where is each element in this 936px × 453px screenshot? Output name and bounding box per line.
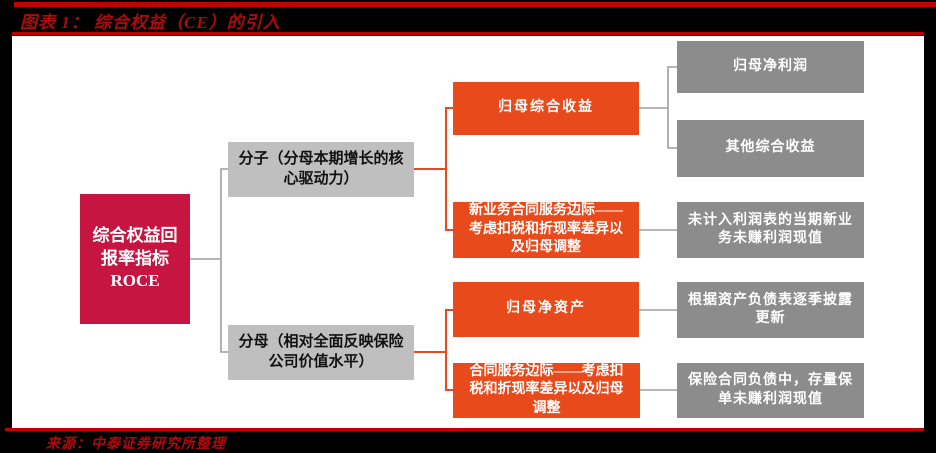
node-net-profit: 归母净利润 xyxy=(677,41,864,93)
node-roce: 综合权益回 报率指标 ROCE xyxy=(80,194,190,324)
node-net-assets: 归母净资产 xyxy=(453,282,639,337)
node-balance-sheet: 根据资产负债表逐季披露 更新 xyxy=(677,282,864,338)
bottom-accent-line xyxy=(5,428,924,431)
node-comprehensive-income: 归母综合收益 xyxy=(453,82,639,135)
node-nb-unearned: 未计入利润表的当期新业 务未赚利润现值 xyxy=(677,202,864,258)
source-note: 来源：中泰证券研究所整理 xyxy=(46,437,226,452)
node-csm: 合同服务边际——考虑扣 税和折现率差异以及归母 调整 xyxy=(453,363,640,418)
title-underline xyxy=(12,32,924,35)
top-accent-bar xyxy=(14,2,936,7)
node-inforce-unearned: 保险合同负债中，存量保 单未赚利润现值 xyxy=(677,363,864,418)
node-denominator: 分母（相对全面反映保险 公司价值水平） xyxy=(228,325,414,380)
figure-title: 图表 1： 综合权益（CE）的引入 xyxy=(20,13,281,32)
node-nb-csm: 新业务合同服务边际—— 考虑扣税和折现率差异以 及归母调整 xyxy=(453,202,639,258)
node-oci: 其他综合收益 xyxy=(677,120,864,177)
node-numerator: 分子（分母本期增长的核 心驱动力） xyxy=(228,142,414,197)
